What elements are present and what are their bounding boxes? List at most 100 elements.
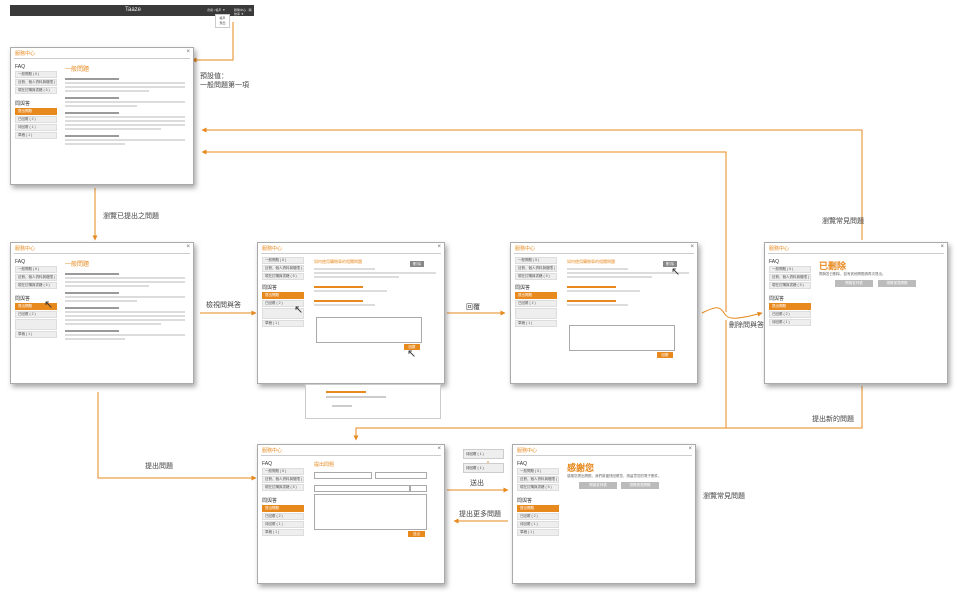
sidebar-item-pending[interactable]: 待回覆 ( 1 ): [769, 319, 811, 326]
sidebar-item-replied[interactable]: 已回覆 ( 2 ): [262, 513, 304, 520]
qa-list-entry[interactable]: [15, 319, 57, 330]
deleted-title: 已刪除: [819, 261, 847, 271]
window-title: 服務中心: [15, 51, 36, 57]
sidebar-item-pending[interactable]: 待回覆 ( 1 ): [517, 521, 559, 528]
dropdown-item[interactable]: 登出: [219, 21, 226, 25]
faq-title: 一般問題: [65, 67, 90, 73]
sidebar-item-replied[interactable]: 已回覆 ( 2 ): [262, 300, 304, 307]
sidebar-item-account[interactable]: 註冊、個人資料與權限 ( 8 ): [517, 476, 559, 483]
stack-item: 待回覆 ( 1 ): [463, 449, 504, 459]
faq-content: 一般問題: [65, 259, 185, 342]
sidebar-item-replied[interactable]: 已回覆 ( 2 ): [15, 116, 57, 123]
close-icon[interactable]: ×: [690, 244, 694, 250]
sidebar-new-question[interactable]: 提出問題: [517, 505, 559, 512]
category-select[interactable]: [410, 485, 427, 492]
sidebar-item-account[interactable]: 註冊、個人資料與權限 ( 8 ): [15, 79, 57, 86]
cursor-icon: ↖: [671, 266, 681, 278]
arrow-new-question: [353, 386, 863, 441]
sidebar-item-replied[interactable]: 已回覆 ( 2 ): [515, 300, 557, 307]
site-logo: Taaze: [125, 7, 142, 13]
arrow-browse-faq-back-2: [201, 149, 727, 312]
sidebar-item-orders[interactable]: 現在訂購與書籍 ( 5 ): [515, 273, 557, 280]
sidebar-item-account[interactable]: 註冊、個人資料與權限 ( 8 ): [262, 265, 304, 272]
sidebar-item-orders[interactable]: 現在訂購與書籍 ( 5 ): [262, 273, 304, 280]
window-qa-detail: 服務中心 × 一般問題 ( 5 ) 註冊、個人資料與權限 ( 8 ) 現在訂購與…: [257, 242, 445, 384]
sidebar-item-pending[interactable]: 待回覆 ( 1 ): [262, 521, 304, 528]
reply-textarea[interactable]: [316, 317, 422, 343]
window-faq-default: 服務中心 × FAQ 一般問題 ( 5 ) 註冊、個人資料與權限 ( 8 ) 現…: [10, 47, 194, 185]
member-menu[interactable]: 會員 / 帳戶 ▼: [207, 8, 226, 12]
label-browse-submitted: 瀏覽已提出之問題: [103, 213, 159, 220]
delete-button[interactable]: 刪 除: [410, 261, 424, 267]
question-textarea[interactable]: [314, 494, 427, 530]
close-icon[interactable]: ×: [186, 244, 190, 250]
sidebar-item-replied[interactable]: 已回覆 ( 2 ): [517, 513, 559, 520]
sidebar-item-account[interactable]: 註冊、個人資料與權限 ( 8 ): [262, 476, 304, 483]
label-delete-qa: 刪除問與答: [729, 322, 764, 329]
sidebar-new-question[interactable]: 提出問題: [515, 292, 557, 299]
arrow-ask: [97, 392, 257, 481]
sidebar-item-general[interactable]: 一般問題 ( 5 ): [769, 266, 811, 273]
faq-content: 一般問題: [65, 64, 185, 147]
arrow-delete-qa: [701, 307, 763, 319]
subject-field[interactable]: [314, 485, 410, 492]
sidebar-item-general[interactable]: 一般問題 ( 5 ): [15, 71, 57, 78]
sidebar-item-orders[interactable]: 現在訂購與書籍 ( 5 ): [769, 282, 811, 289]
close-icon[interactable]: ×: [940, 244, 944, 250]
sidebar-new-question[interactable]: 提出問題: [769, 303, 811, 310]
send-button[interactable]: 送出: [408, 531, 425, 537]
delete-button[interactable]: 刪 除: [663, 261, 677, 267]
qa-list-entry[interactable]: [262, 308, 304, 319]
arrow-browse-faq-back: [201, 127, 863, 240]
sidebar-item-replied[interactable]: 已回覆 ( 2 ): [15, 311, 57, 318]
name-field[interactable]: [314, 472, 372, 479]
sidebar-item-account[interactable]: 註冊、個人資料與權限 ( 8 ): [769, 274, 811, 281]
sidebar-item-draft[interactable]: 草稿 ( 1 ): [262, 320, 304, 327]
sidebar-item-account[interactable]: 註冊、個人資料與權限 ( 8 ): [15, 274, 57, 281]
sidebar-item-general[interactable]: 一般問題 ( 5 ): [517, 468, 559, 475]
qa-list-button[interactable]: 問與答列表: [835, 280, 873, 287]
faq-heading: FAQ: [15, 64, 26, 70]
close-icon[interactable]: ×: [688, 446, 692, 452]
close-icon[interactable]: ×: [437, 446, 441, 452]
sidebar-item-draft[interactable]: 草稿 ( 1 ): [517, 529, 559, 536]
sidebar-item-orders[interactable]: 現在訂購與書籍 ( 5 ): [15, 87, 57, 94]
sidebar: FAQ 一般問題 ( 5 ) 註冊、個人資料與權限 ( 8 ) 現在訂購與書籍 …: [15, 62, 57, 140]
sidebar-item-orders[interactable]: 現在訂購與書籍 ( 5 ): [517, 484, 559, 491]
qa-list-entry[interactable]: [515, 308, 557, 319]
sidebar-item-general[interactable]: 一般問題 ( 5 ): [262, 257, 304, 264]
sidebar-item-orders[interactable]: 現在訂購與書籍 ( 5 ): [262, 484, 304, 491]
reply-button[interactable]: 回覆: [404, 344, 420, 350]
faq-list-button[interactable]: 瀏覽常見問題: [878, 280, 916, 287]
qa-list-button[interactable]: 問與答列表: [579, 482, 617, 489]
label-reply: 回覆: [466, 304, 480, 311]
sidebar-item-general[interactable]: 一般問題 ( 5 ): [262, 468, 304, 475]
dropdown-item[interactable]: 帳戶: [219, 16, 226, 20]
sidebar-new-question[interactable]: 提出問題: [15, 108, 57, 115]
sidebar-item-general[interactable]: 一般問題 ( 5 ): [15, 266, 57, 273]
sidebar-item-draft[interactable]: 草稿 ( 1 ): [515, 320, 557, 327]
sidebar-new-question[interactable]: 提出問題: [262, 292, 304, 299]
close-icon[interactable]: ×: [186, 49, 190, 55]
sidebar-item-general[interactable]: 一般問題 ( 5 ): [515, 257, 557, 264]
faq-list-button[interactable]: 瀏覽常見問題: [621, 482, 659, 489]
sidebar-item-account[interactable]: 註冊、個人資料與權限 ( 8 ): [515, 265, 557, 272]
sidebar-item-orders[interactable]: 現在訂購與書籍 ( 5 ): [15, 282, 57, 289]
sidebar-item-pending[interactable]: 待回覆 ( 1 ): [15, 124, 57, 131]
sidebar-new-question[interactable]: 提出問題: [15, 303, 57, 310]
reply-preview-panel: [305, 384, 441, 419]
sidebar-item-draft[interactable]: 草稿 ( 1 ): [15, 331, 57, 338]
sidebar-item-draft[interactable]: 草稿 ( 1 ): [262, 529, 304, 536]
member-dropdown: 帳戶 登出: [215, 14, 230, 28]
sidebar: 一般問題 ( 5 ) 註冊、個人資料與權限 ( 8 ) 現在訂購與書籍 ( 5 …: [515, 257, 557, 328]
label-send: 送出: [470, 480, 484, 487]
reply-textarea[interactable]: [569, 325, 675, 351]
thanks-title: 感謝您: [567, 463, 595, 473]
sidebar-item-draft[interactable]: 草稿 ( 1 ): [15, 132, 57, 139]
reply-button[interactable]: 回覆: [657, 352, 673, 358]
sidebar-new-question[interactable]: 提出問題: [262, 505, 304, 512]
top-links[interactable]: 聯繫中心 · 購物車 ▼: [234, 8, 252, 16]
close-icon[interactable]: ×: [437, 244, 441, 250]
email-field[interactable]: [375, 472, 427, 479]
sidebar-item-replied[interactable]: 已回覆 ( 2 ): [769, 311, 811, 318]
